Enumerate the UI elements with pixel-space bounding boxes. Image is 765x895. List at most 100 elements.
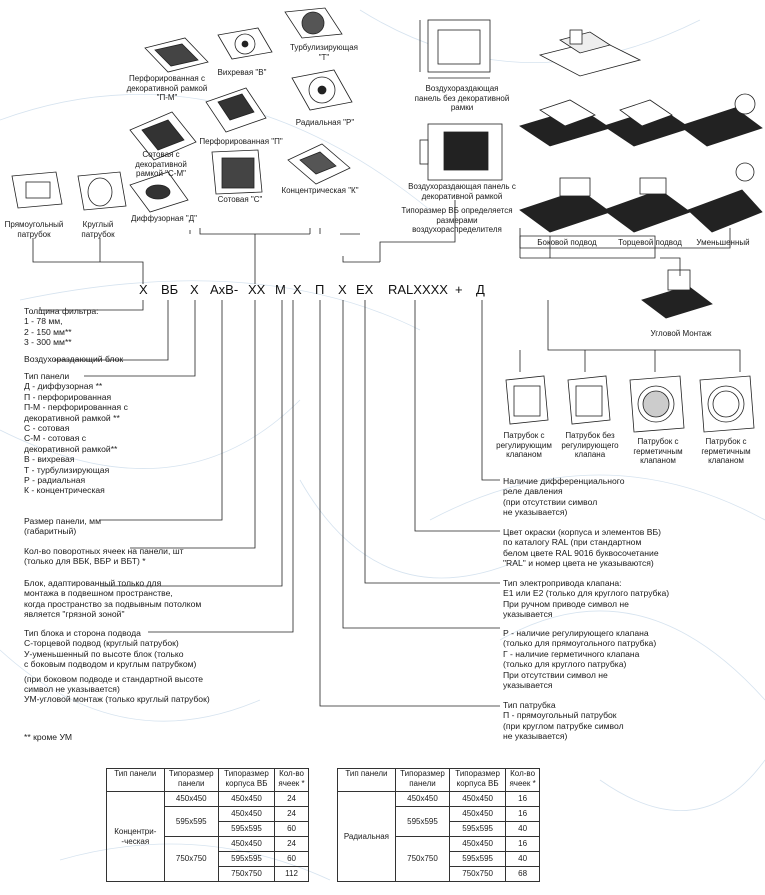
drive-note: Тип электропривода клапана:Е1 или Е2 (то… [503,578,670,620]
label-spigot-rect: Прямоугольный патрубок [4,220,64,239]
cell-count: 40 [505,821,540,837]
spigot-noreg-drawing [567,375,611,425]
cell-body: 450х450 [449,791,507,807]
label-cellular-frame: Сотовая с декоративной рамкой "С-М" [135,150,187,178]
code-token-4: АхВ- [210,282,239,297]
table-concentric: Тип панели Типоразмер панели Типоразмер … [106,768,309,882]
cell-type: Радиальная [337,791,396,882]
table-row: 750х750 450х450 16 [338,836,540,882]
spigot-reg-drawing [505,375,549,425]
spigot-right-drawings [505,375,755,433]
panel-p-drawing [205,87,267,133]
label-unit-with-panel: Воздухораздающая панель с декоративной р… [408,182,516,201]
block-note: Воздухораздающий блок [24,354,124,364]
cell-panel: 595х595 [163,806,219,837]
cell-body: 750х750 [217,866,276,882]
table-header-row: Тип панели Типоразмер панели Типоразмер … [106,768,309,792]
cell-panel: 595х595 [394,806,451,837]
cell-body: 450х450 [449,806,507,822]
panel-d-drawing [129,171,189,213]
cell-count: 112 [274,866,309,882]
cell-count: 16 [505,806,540,822]
table-row: Концентри- -ческая 450х450 450х450 24 [106,791,309,882]
cell-body: 450х450 [449,836,507,852]
code-token-11: RALXXXX [388,282,448,297]
code-token-1: Х [139,282,148,297]
panel-v-drawing [217,27,273,60]
col-body-size: Типоразмер корпуса ВБ [449,768,507,792]
col-cells: Кол-во ячеек * [505,768,540,792]
cell-body: 750х750 [449,866,507,882]
panel-c-drawing [211,149,263,195]
label-concentric: Концентрическая "К" [281,186,359,195]
label-unit-size-note: Типоразмер ВБ определяется размерами воз… [401,206,513,234]
code-token-7: Х [293,282,302,297]
code-token-10: ЕХ [356,282,374,297]
code-token-12: + [455,282,463,297]
unit-iso-5 [519,177,611,233]
cell-body: 595х595 [449,851,507,867]
label-radial: Радиальная "Р" [295,118,355,127]
code-token-6: М [275,282,286,297]
label-swirl: Вихревая "В" [217,68,267,77]
unit-iso-6 [603,177,691,233]
label-spigot-noreg: Патрубок без регулирующего клапана [561,431,619,459]
label-side-connection: Боковой подвод [537,238,597,247]
label-unit-no-panel: Воздухораздающая панель без декоративной… [414,84,510,112]
label-spigot-round: Круглый патрубок [81,220,115,239]
label-spigot-herm2: Патрубок с герметичным клапаном [701,437,751,465]
col-panel-size: Типоразмер панели [163,768,219,792]
cell-count: 68 [505,866,540,882]
cell-count: 60 [274,821,309,837]
cell-body: 595х595 [217,821,276,837]
spigot-round-drawing [77,171,127,211]
filter-note: Толщина фильтра:1 - 78 мм, 2 - 150 мм**3… [24,306,99,348]
spigot-rect-drawing [11,171,63,209]
color-note: Цвет окраски (корпуса и элементов ВБ)по … [503,527,661,569]
cell-count: 24 [274,806,309,822]
unit-with-panel-drawing [419,123,503,181]
label-perforated: Перфорированная "П" [199,137,283,146]
label-cellular: Сотовая "С" [217,195,263,204]
col-panel-size: Типоразмер панели [394,768,451,792]
table-row: 595х595 40 [338,821,540,837]
table-row: Радиальная 450х450 450х450 16 [337,791,540,882]
valve-note: Р - наличие регулирующего клапана(только… [503,628,657,691]
panel-size-note: Размер панели, мм(габаритный) [24,516,102,537]
label-end-connection: Торцевой подвод [618,238,682,247]
table-row: 750х750 68 [338,866,540,882]
col-panel-type: Тип панели [337,768,396,792]
cell-body: 595х595 [449,821,507,837]
col-cells: Кол-во ячеек * [274,768,309,792]
cell-panel: 450х450 [394,791,451,807]
cell-body: 450х450 [217,836,276,852]
label-diffuser: Диффузорная "Д" [131,214,197,223]
table-radial: Тип панели Типоразмер панели Типоразмер … [337,768,540,882]
cell-body: 595х595 [217,851,276,867]
label-spigot-reg: Патрубок с регулирующим клапаном [496,431,552,459]
table-row: 595х595 60 [107,851,309,867]
unit-iso-1 [538,29,642,77]
col-panel-type: Тип панели [106,768,165,792]
spigot-herm-drawing [629,375,685,433]
code-token-3: Х [190,282,199,297]
unit-iso-3 [603,99,691,147]
cell-count: 40 [505,851,540,867]
spigot-herm2-drawing [699,375,755,433]
unit-iso-7 [687,162,763,233]
label-turbulizing: Турбулизирующая "Т" [289,43,359,62]
panel-drawings [11,7,353,213]
cell-panel: 750х750 [163,836,219,882]
cell-count: 24 [274,791,309,807]
table-row: 750х750 112 [107,866,309,882]
panel-k-drawing [287,143,351,185]
unit-no-panel-drawing [419,19,491,79]
unit-iso-4 [679,93,763,147]
col-body-size: Типоразмер корпуса ВБ [217,768,276,792]
code-token-5: ХХ [248,282,266,297]
